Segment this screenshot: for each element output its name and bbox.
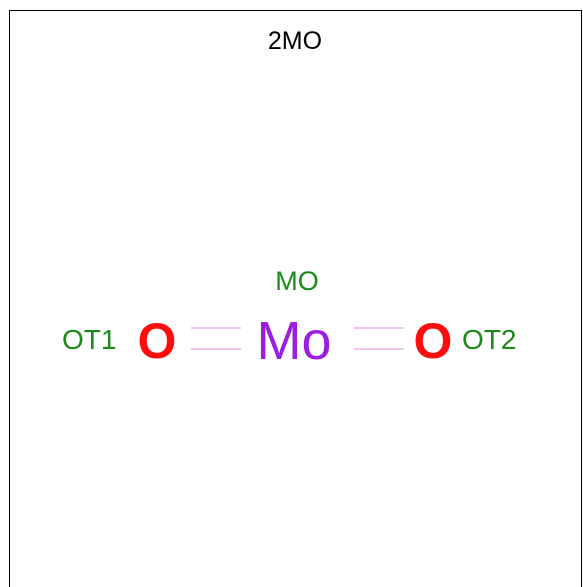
atom-name-ot2: OT2 — [462, 324, 517, 355]
atom-name-mo: MO — [275, 266, 319, 296]
bond-ot1-mo — [191, 327, 241, 350]
atom-symbol-mo: Mo — [256, 311, 332, 371]
atom-symbol-ot2: O — [413, 313, 453, 369]
bond-mo-ot2 — [354, 327, 404, 350]
molecule-title: 2MO — [267, 27, 323, 55]
atom-name-ot1: OT1 — [62, 324, 117, 355]
canvas-frame — [9, 10, 582, 587]
atom-symbol-ot1: O — [137, 313, 177, 369]
